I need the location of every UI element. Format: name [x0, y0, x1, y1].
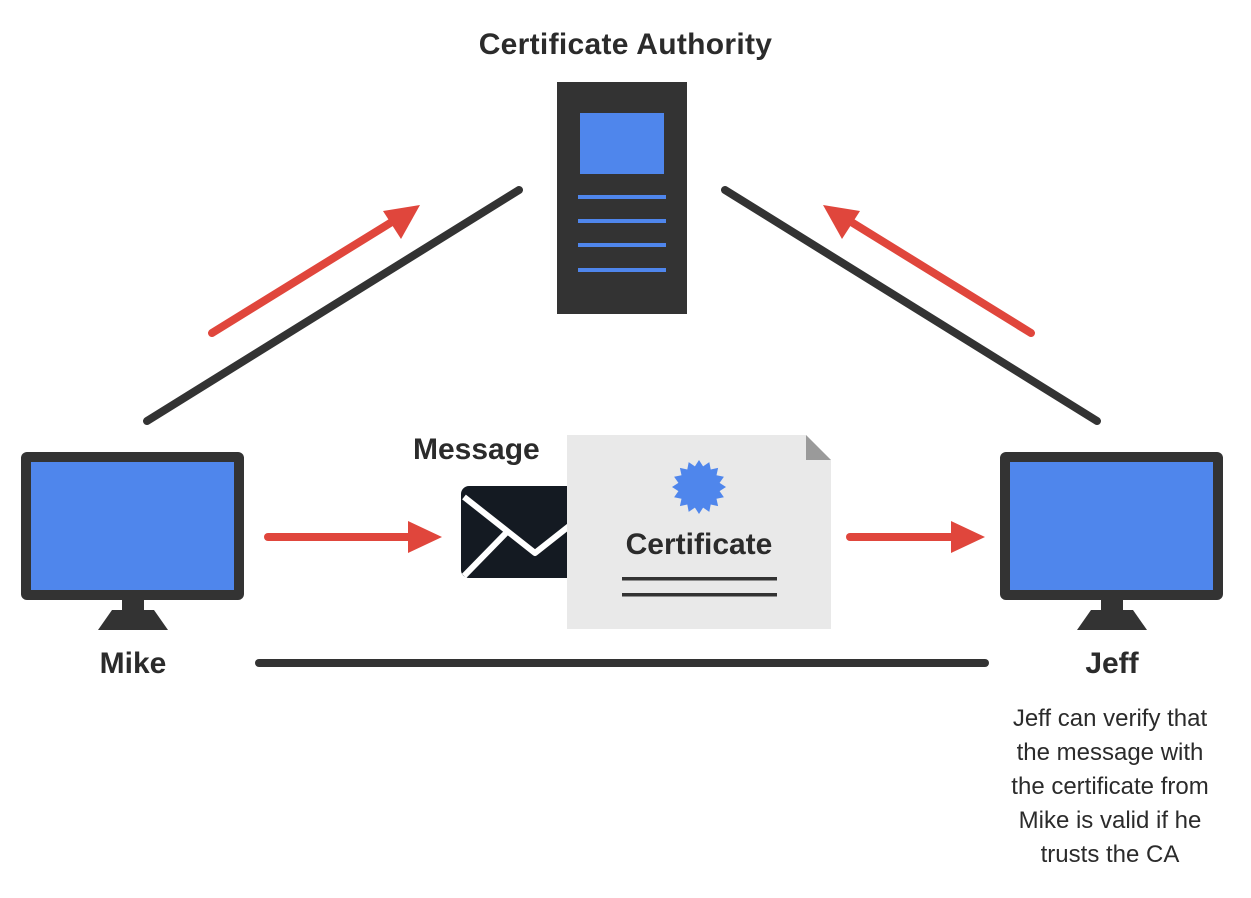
arrow-mike-to-message	[264, 521, 442, 553]
arrow-message-to-jeff	[846, 521, 985, 553]
envelope-icon	[461, 486, 608, 579]
seal-badge-icon	[672, 460, 726, 514]
link-mike-ca	[143, 186, 523, 425]
certificate-label: Certificate	[625, 528, 773, 561]
note-line: the certificate from	[1011, 773, 1209, 800]
note-line: Jeff can verify that	[1012, 705, 1208, 732]
jeff-label: Jeff	[1085, 647, 1139, 680]
certificate-authority-label: Certificate Authority	[478, 28, 773, 61]
note-line: trusts the CA	[1040, 841, 1180, 868]
server-icon	[557, 82, 687, 314]
message-label: Message	[413, 433, 540, 466]
jeff-verification-note: Jeff can verify that the message with th…	[975, 702, 1245, 872]
arrow-jeff-to-ca	[823, 205, 1035, 337]
link-jeff-ca	[721, 186, 1101, 425]
arrow-mike-to-ca	[208, 205, 420, 337]
monitor-icon	[21, 452, 244, 630]
mike-label: Mike	[99, 647, 167, 680]
note-line: Mike is valid if he	[1018, 807, 1202, 834]
note-line: the message with	[1016, 739, 1204, 766]
certificate-document-icon	[567, 435, 831, 629]
monitor-icon	[1000, 452, 1223, 630]
